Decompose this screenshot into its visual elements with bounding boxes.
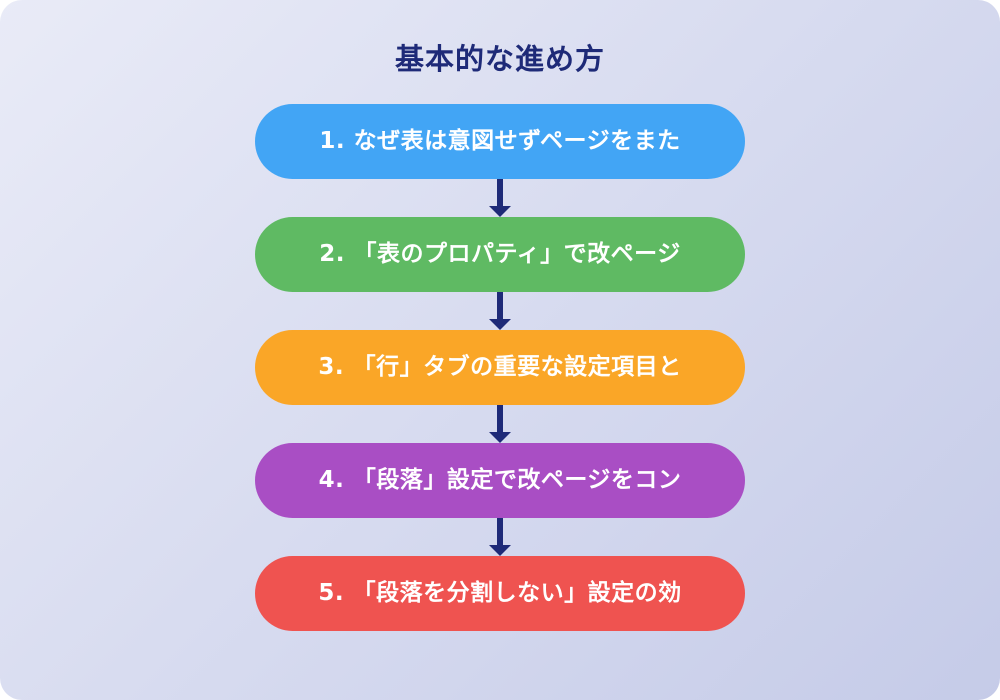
step-pill-3: 3. 「行」タブの重要な設定項目と <box>255 330 745 405</box>
step-label-1: 1. なぜ表は意図せずページをまた <box>319 128 681 154</box>
arrow-down-icon <box>487 518 513 556</box>
page-title: 基本的な進め方 <box>394 42 605 76</box>
step-pill-4: 4. 「段落」設定で改ページをコン <box>255 443 745 518</box>
step-pill-5: 5. 「段落を分割しない」設定の効 <box>255 556 745 631</box>
arrow-down-icon <box>487 179 513 217</box>
flowchart: 1. なぜ表は意図せずページをまた 2. 「表のプロパティ」で改ページ 3. 「… <box>0 104 1000 631</box>
step-pill-1: 1. なぜ表は意図せずページをまた <box>255 104 745 179</box>
arrow-down-icon <box>487 405 513 443</box>
arrow-down-icon <box>487 292 513 330</box>
step-pill-2: 2. 「表のプロパティ」で改ページ <box>255 217 745 292</box>
step-label-2: 2. 「表のプロパティ」で改ページ <box>319 241 681 267</box>
step-label-5: 5. 「段落を分割しない」設定の効 <box>318 580 682 606</box>
step-label-3: 3. 「行」タブの重要な設定項目と <box>318 354 682 380</box>
step-label-4: 4. 「段落」設定で改ページをコン <box>318 467 682 493</box>
